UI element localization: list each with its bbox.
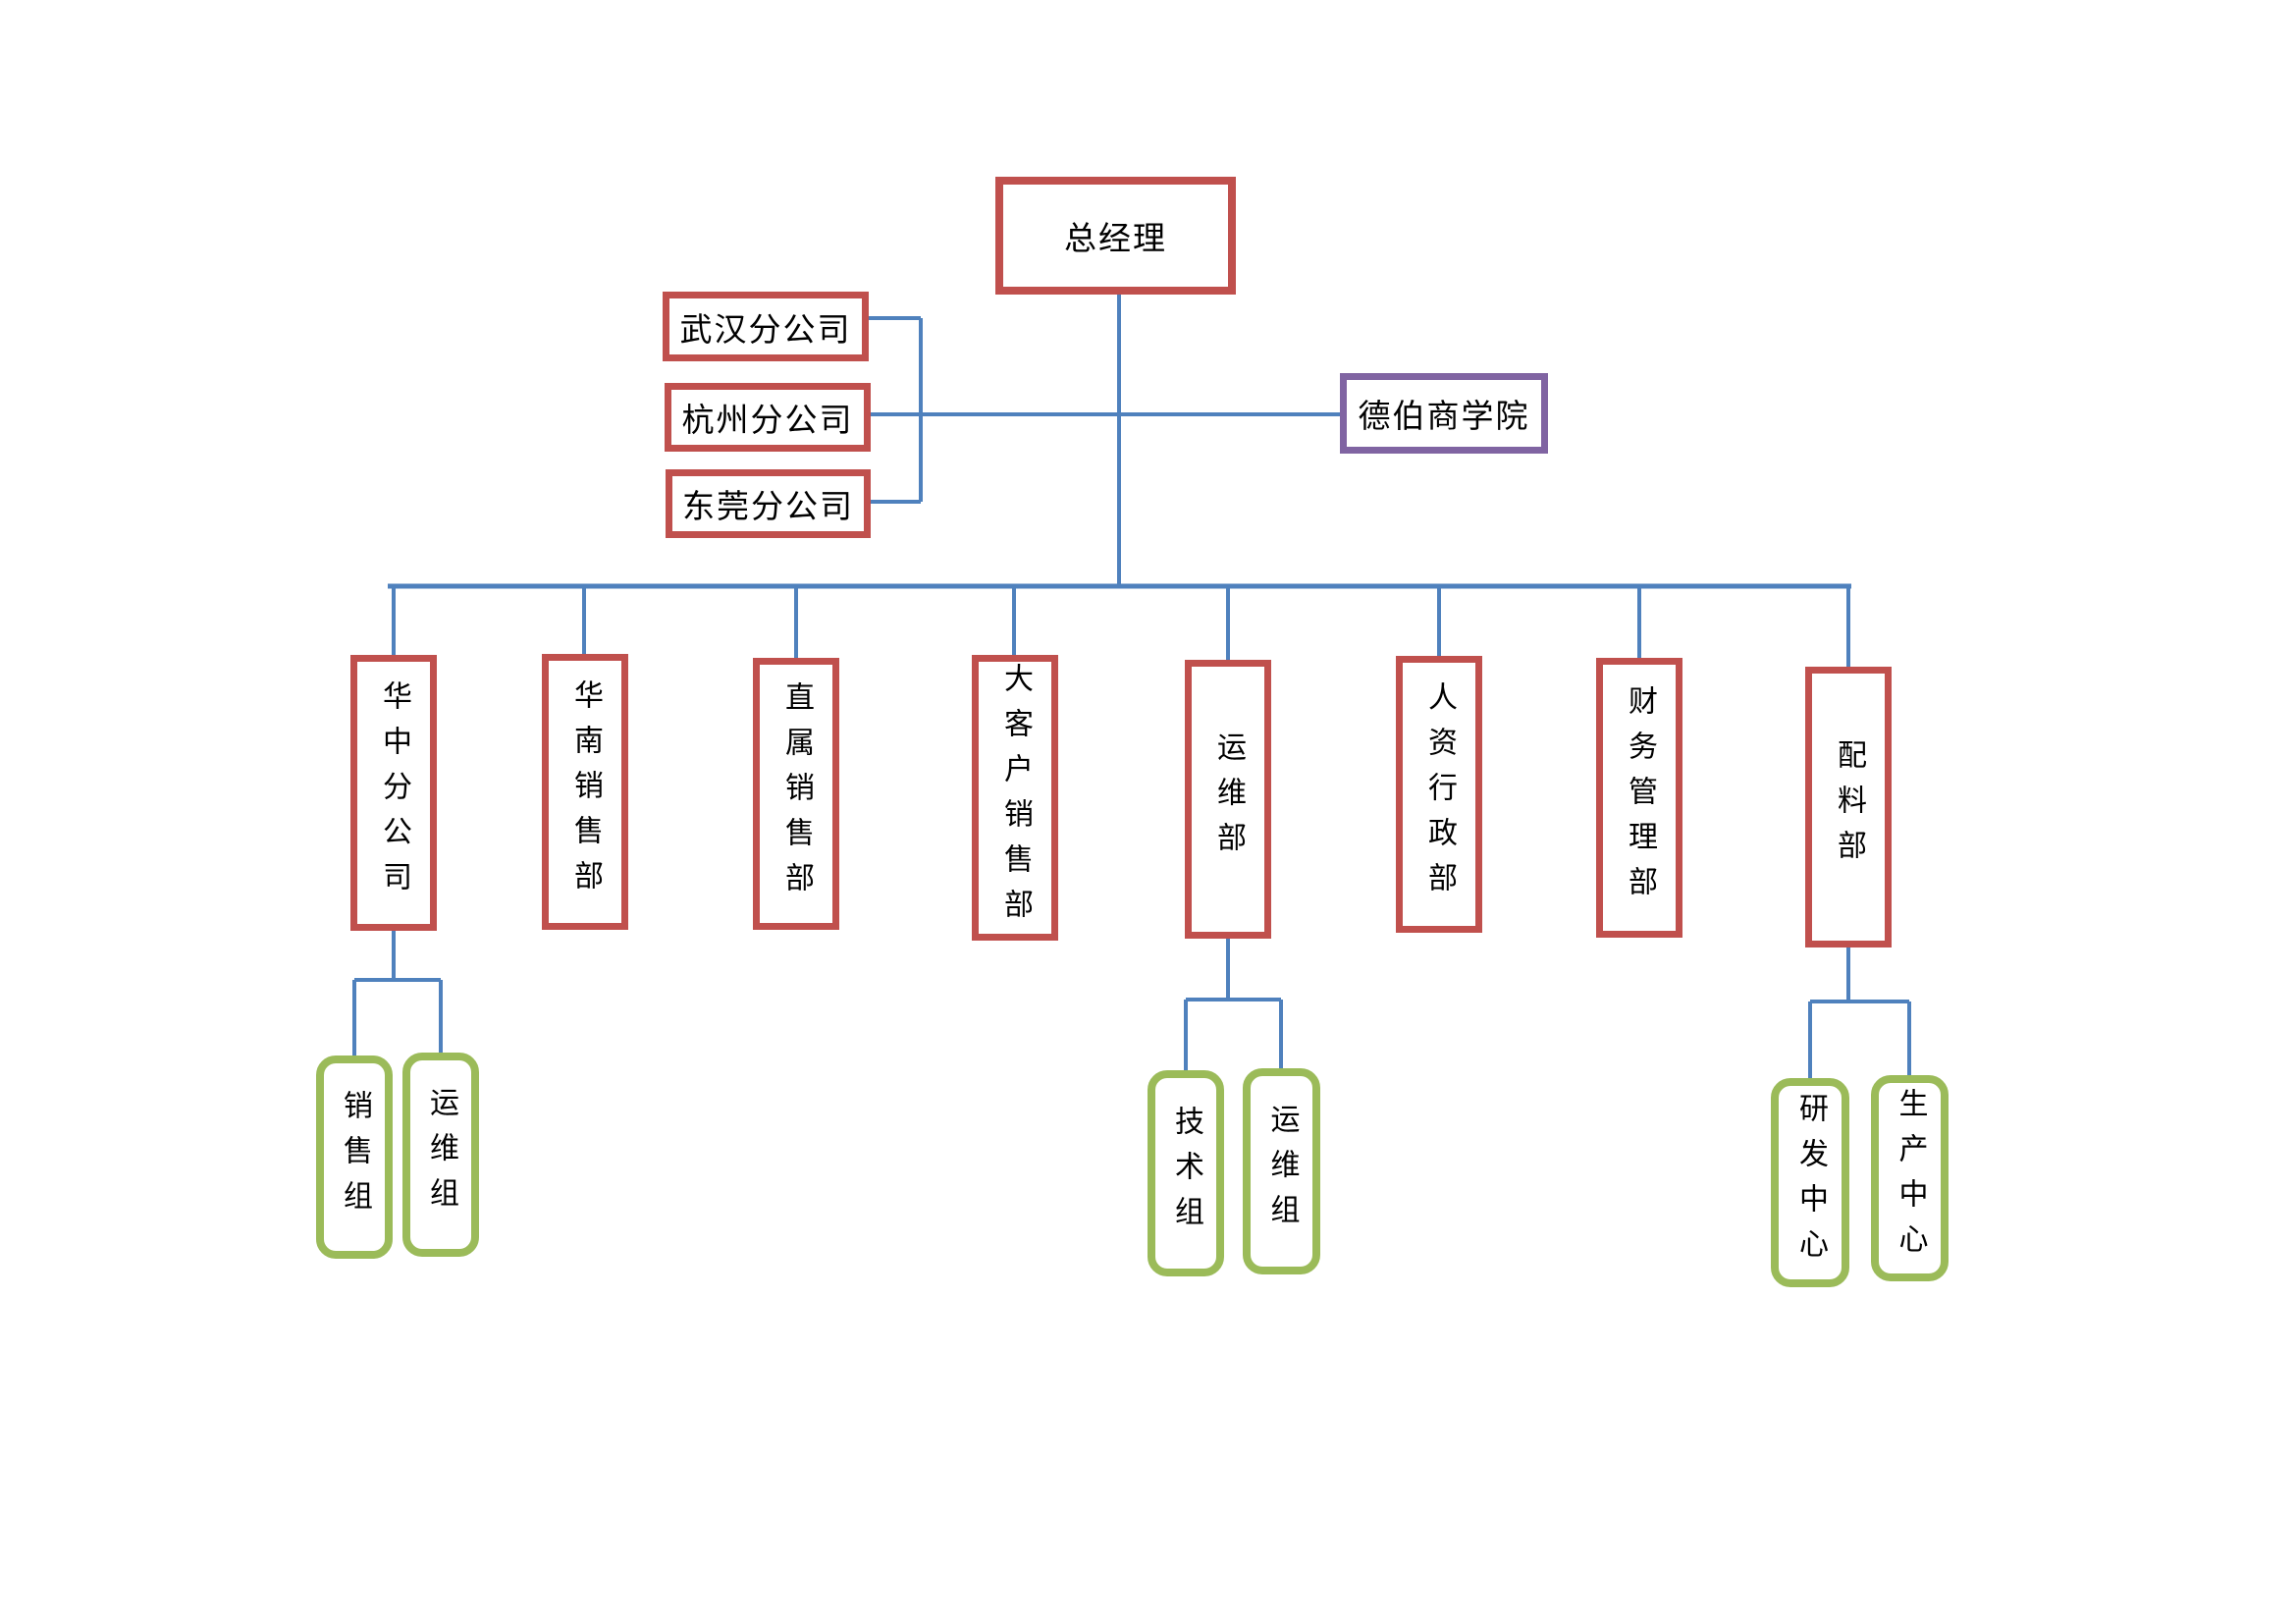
node-team-tech-group: 技术组 [1148, 1070, 1224, 1276]
node-dept-key-account-sales: 大客户销售部 [972, 655, 1058, 941]
node-dongguan-branch: 东莞分公司 [666, 469, 871, 538]
node-debo-business-school: 德伯商学院 [1340, 373, 1548, 454]
node-team-production-center: 生产中心 [1871, 1075, 1949, 1281]
node-dept-huanan-sales: 华南销售部 [542, 654, 628, 930]
node-hangzhou-branch: 杭州分公司 [665, 383, 871, 452]
node-dept-operations: 运维部 [1185, 660, 1271, 939]
node-dept-hr-admin: 人资行政部 [1396, 656, 1482, 933]
node-dept-finance-management: 财务管理部 [1596, 658, 1682, 938]
node-team-ops-group-1: 运维组 [402, 1053, 479, 1257]
connector-group [352, 295, 1911, 1080]
node-dept-direct-sales: 直属销售部 [753, 658, 839, 930]
node-dept-materials: 配料部 [1805, 667, 1892, 947]
node-dept-huazhong-branch: 华中分公司 [350, 655, 437, 931]
node-team-sales-group: 销售组 [316, 1056, 393, 1259]
node-general-manager: 总经理 [995, 177, 1236, 295]
node-team-rd-center: 研发中心 [1771, 1078, 1849, 1287]
node-team-ops-group-2: 运维组 [1243, 1068, 1320, 1274]
node-wuhan-branch: 武汉分公司 [663, 292, 869, 361]
